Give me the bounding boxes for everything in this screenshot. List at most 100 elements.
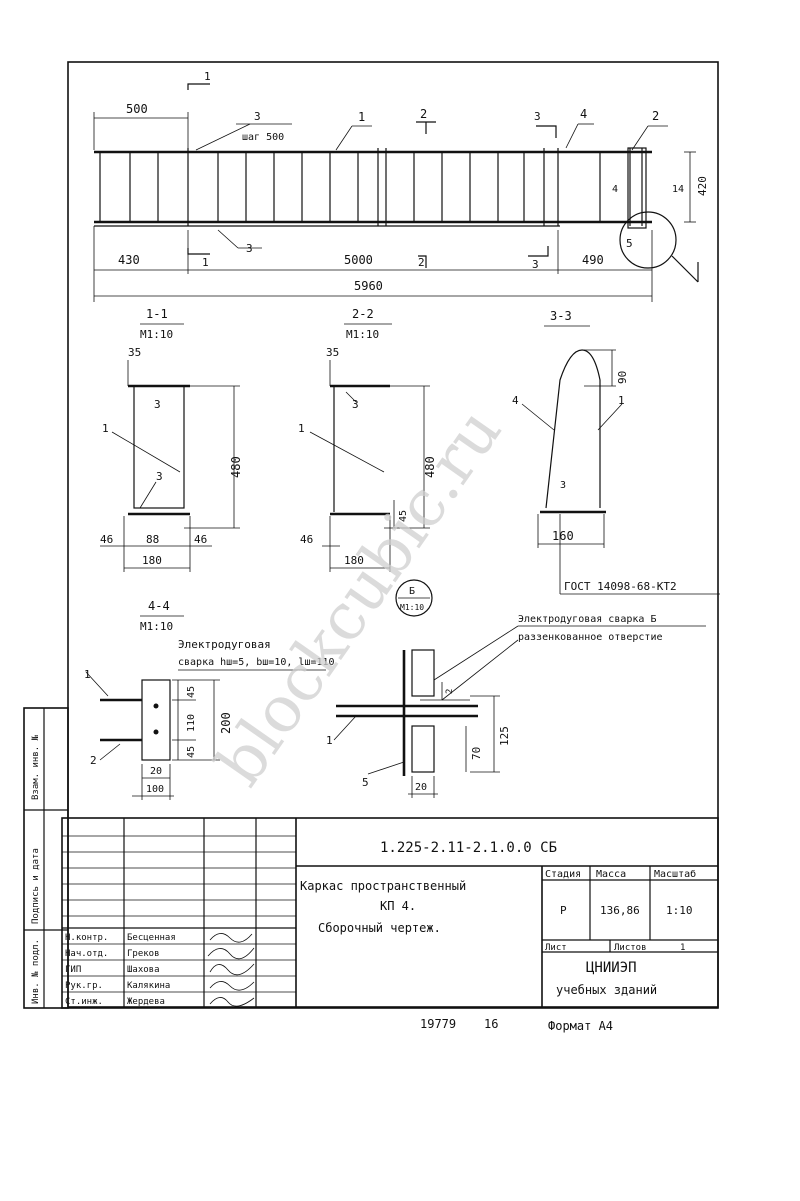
section-mark-3-bottom: 3 — [532, 258, 539, 271]
sec22-dim-46: 46 — [300, 533, 313, 546]
sig-name-0: Бесценная — [127, 933, 176, 943]
pos-label-2: 2 — [652, 109, 659, 123]
doc-code: 1.225-2.11-2.1.0.0 СБ — [380, 840, 557, 856]
sig-name-4: Жердева — [127, 997, 165, 1007]
sig-role-4: Ст.инж. — [65, 997, 103, 1007]
sec11-dim-35: 35 — [128, 346, 141, 359]
section-4-4-scale: М1:10 — [140, 620, 173, 633]
sec33-pos-4: 4 — [512, 394, 519, 407]
sec22-pos-1: 1 — [298, 422, 305, 435]
detail-b-dim-70: 70 — [470, 747, 483, 760]
detail-b-dim-20: 20 — [415, 782, 427, 793]
detail-b-weld-bottom — [411, 725, 435, 773]
mass-value: 136,86 — [600, 904, 640, 917]
sec44-dim-20: 20 — [150, 766, 162, 777]
sec44-hole-2 — [153, 729, 159, 735]
dim-430: 430 — [118, 253, 140, 267]
section-3-3-title: 3-3 — [550, 309, 572, 323]
sec22-dim-45: 45 — [398, 510, 409, 522]
stage-value: Р — [560, 904, 567, 917]
detail-callout-circle — [619, 211, 677, 269]
sec11-dim-46-right: 46 — [194, 533, 207, 546]
pos-label-1: 1 — [358, 110, 365, 124]
sec22-dim-180: 180 — [344, 554, 364, 567]
section-1-1-title: 1-1 — [146, 307, 168, 321]
pos-label-5: 5 — [626, 237, 633, 250]
org-name-2: учебных зданий — [556, 983, 657, 997]
elevation-view: 500 1 1 3 шаг 500 1 2 3 4 2 4 14 — [93, 70, 709, 302]
sig-name-3: Калякина — [127, 981, 170, 991]
detail-b-marker — [395, 579, 433, 617]
height-14: 14 — [672, 184, 684, 195]
pos-label-3-top: 3 — [254, 110, 261, 123]
signature-row: Ст.инж. Жердева — [65, 997, 255, 1007]
detail-b-pos-5: 5 — [362, 776, 369, 789]
section-2-2: 2-2 М1:10 35 480 3 1 45 46 180 — [298, 307, 437, 572]
section-4-4: 4-4 М1:10 Электродуговая сварка hш=5, bш… — [84, 599, 335, 800]
sec44-weld-note-2: сварка hш=5, bш=10, lш=110 — [178, 657, 335, 668]
detail-b-pos-1: 1 — [326, 734, 333, 747]
dim-500-top: 500 — [126, 102, 148, 116]
margin-podpis: Подпись и дата — [31, 848, 41, 924]
sheets-value: 1 — [680, 943, 685, 953]
section-mark-1-bottom: 1 — [202, 256, 209, 269]
sec44-hole-1 — [153, 703, 159, 709]
left-margin-strip: Взам. инв. № Подпись и дата Инв. № подл. — [23, 707, 69, 1009]
sec11-pos-1: 1 — [102, 422, 109, 435]
doc-name-2: КП 4. — [380, 899, 416, 913]
drawing-frame — [67, 61, 719, 1008]
doc-name-1: Каркас пространственный — [300, 879, 466, 893]
sig-scribble-2 — [209, 963, 255, 976]
sec11-pos-3-top: 3 — [154, 398, 161, 411]
detail-b: Б М1:10 Электродуговая сварка Б раззенко… — [326, 579, 706, 798]
signature-row: Н.контр. Бесценная — [65, 933, 253, 943]
section-3-3-loop — [545, 349, 601, 509]
stage-header: Стадия — [545, 869, 581, 880]
scale-value: 1:10 — [666, 904, 693, 917]
sec33-dim-90: 90 — [616, 371, 629, 384]
sig-scribble-1 — [207, 947, 255, 960]
sig-name-2: Шахова — [127, 965, 160, 975]
pos-label-4: 4 — [580, 107, 587, 121]
sec11-dim-180: 180 — [142, 554, 162, 567]
mass-header: Масса — [596, 869, 626, 880]
sec44-plate — [141, 679, 171, 761]
sec44-dim-45-top: 45 — [186, 686, 197, 698]
detail-b-weld-top — [411, 649, 435, 697]
dim-490: 490 — [582, 253, 604, 267]
section-mark-2: 2 — [420, 107, 427, 121]
sec11-dim-46-left: 46 — [100, 533, 113, 546]
detail-b-dim-2: 2 — [445, 689, 455, 694]
section-mark-1-top: 1 — [204, 70, 211, 83]
title-block: Н.контр. Бесценная Нач.отд. Греков ГИП Ш… — [61, 817, 719, 1009]
height-420: 420 — [696, 176, 709, 196]
sec33-gost: ГОСТ 14098-68-КТ2 — [564, 580, 677, 593]
sec11-dim-88: 88 — [146, 533, 159, 546]
section-1-1-scale: М1:10 — [140, 328, 173, 341]
sig-scribble-3 — [209, 981, 255, 991]
signature-row: Рук.гр. Калякина — [65, 981, 255, 991]
sig-role-1: Нач.отд. — [65, 949, 108, 959]
doc-name-3: Сборочный чертеж. — [318, 921, 441, 935]
sig-scribble-0 — [209, 933, 253, 943]
signature-row: Нач.отд. Греков — [65, 947, 255, 960]
section-mark-3-top: 3 — [534, 110, 541, 123]
sec22-pos-3: 3 — [352, 398, 359, 411]
sec44-dim-200: 200 — [219, 712, 233, 734]
scale-header: Масштаб — [654, 868, 696, 880]
detail-b-note-1: Электродуговая сварка Б — [518, 614, 656, 625]
step-label: шаг 500 — [242, 132, 284, 143]
sec11-pos-3-bottom: 3 — [156, 470, 163, 483]
end-plate — [627, 147, 647, 229]
sheets-label: Листов — [614, 943, 647, 953]
height-4: 4 — [612, 184, 618, 195]
footer-format: Формат А4 — [548, 1019, 613, 1033]
sec33-dim-160: 160 — [552, 529, 574, 543]
signature-row: ГИП Шахова — [65, 963, 255, 976]
dim-5960: 5960 — [354, 279, 383, 293]
sheet-label: Лист — [545, 943, 567, 953]
section-mark-2-bottom: 2 — [418, 256, 425, 269]
detail-b-marker-top: Б — [409, 586, 415, 597]
section-4-4-title: 4-4 — [148, 599, 170, 613]
